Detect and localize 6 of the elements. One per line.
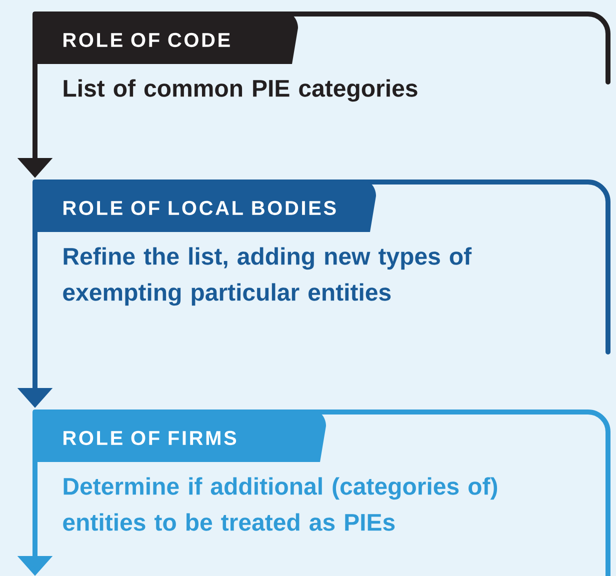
tab-heading: ROLE OF FIRMS	[33, 410, 326, 462]
body-text: Refine the list, adding new types of exempting particular entities	[63, 247, 472, 306]
body-text: Determine if additional (categories of) entities to be treated as PIEs	[63, 477, 498, 531]
body-text: List of common PIE categories	[64, 79, 418, 102]
tab-heading: ROLE OF LOCAL BODIES	[33, 180, 376, 232]
tab-heading: ROLE OF CODE	[33, 12, 298, 64]
